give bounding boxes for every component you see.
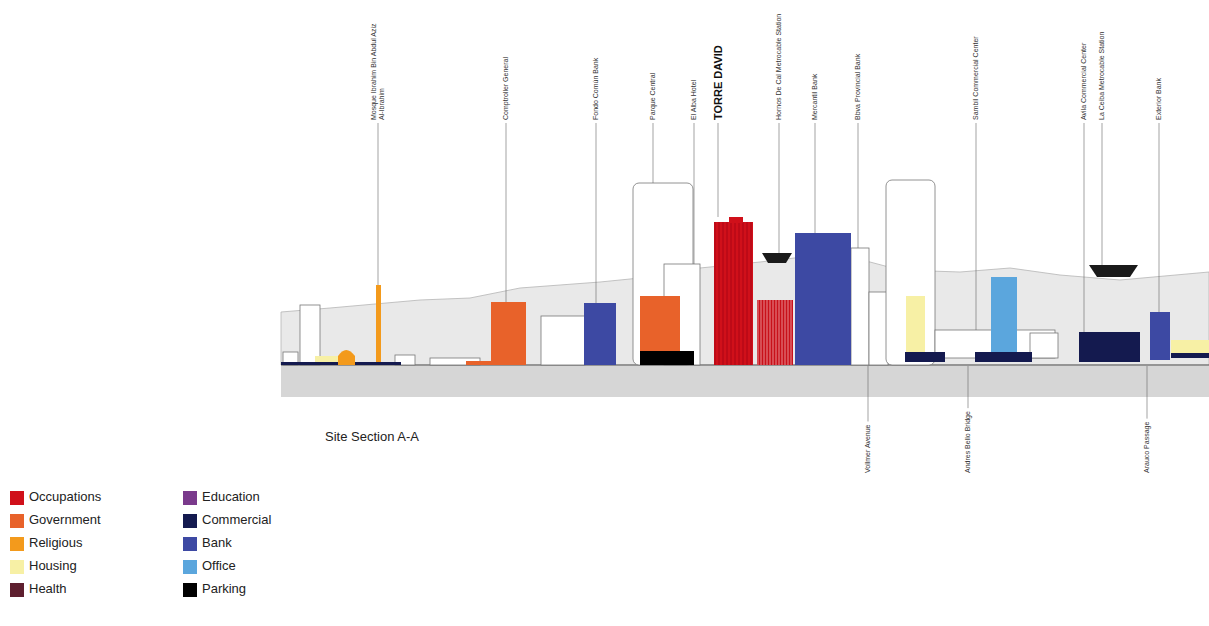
leader-line	[976, 123, 977, 330]
legend-label: Bank	[202, 535, 232, 550]
tower	[886, 180, 935, 365]
legend-label: Religious	[29, 535, 82, 550]
legend-swatch	[10, 583, 24, 597]
building-label: El Alba Hotel	[690, 80, 698, 120]
commercial-block	[975, 352, 1032, 362]
leader-line	[968, 366, 969, 408]
leader-line	[506, 123, 507, 302]
building	[1030, 333, 1058, 358]
legend-swatch	[183, 537, 197, 551]
ground-band	[281, 365, 1209, 397]
legend-label: Commercial	[202, 512, 271, 527]
leader-line	[815, 123, 816, 233]
government-block	[466, 361, 491, 365]
occupied-annex	[757, 300, 793, 365]
government-block	[640, 296, 680, 352]
building-label: Mosque Ibrahim Bin Abdul Aziz Al-Ibrahim	[370, 20, 385, 120]
legend-swatch	[10, 514, 24, 528]
legend-label: Parking	[202, 581, 246, 596]
legend-label: Health	[29, 581, 67, 596]
government-block	[491, 302, 526, 365]
street-label: Vollmer Avenue	[864, 424, 872, 473]
building-label: La Ceiba Metrocable Station	[1098, 32, 1106, 120]
building-label: Hornos De Cal Metrocable Station	[775, 14, 783, 120]
leader-line	[868, 366, 869, 421]
commercial-strip	[1171, 353, 1209, 358]
building-label: Avila Commercial Center	[1080, 43, 1088, 120]
legend-label: Office	[202, 558, 236, 573]
mosque-dome	[338, 350, 355, 365]
minaret	[376, 285, 381, 362]
building-label: Comptroller General	[502, 57, 510, 120]
leader-line	[779, 123, 780, 253]
leader-line	[653, 123, 654, 183]
legend-swatch	[10, 491, 24, 505]
building-label: Parque Central	[649, 73, 657, 120]
metrocable-station	[762, 253, 792, 263]
building-label: Exterior Bank	[1155, 78, 1163, 120]
building-label: Mercantil Bank	[811, 74, 819, 120]
bank-block	[795, 233, 851, 365]
building-label: TORRE DAVID	[712, 45, 724, 120]
street-label: Arauco Passage	[1143, 422, 1151, 473]
leader-line	[1084, 123, 1085, 332]
housing-block	[906, 296, 925, 353]
legend-swatch	[183, 583, 197, 597]
leader-line	[858, 123, 859, 248]
building	[541, 316, 585, 365]
leader-line	[596, 123, 597, 303]
legend-label: Education	[202, 489, 260, 504]
leader-line	[694, 123, 695, 264]
legend-swatch	[10, 560, 24, 574]
torre-david-tower	[714, 222, 753, 365]
bank-block	[584, 303, 616, 365]
building	[851, 248, 869, 365]
legend-label: Government	[29, 512, 101, 527]
bank-block	[1150, 312, 1170, 360]
section-caption: Site Section A-A	[325, 429, 419, 444]
building-label: Fondo Común Bank	[592, 58, 600, 120]
metrocable-station	[1089, 265, 1138, 277]
leader-line	[378, 123, 379, 285]
tower-crown	[729, 217, 743, 223]
legend-label: Housing	[29, 558, 77, 573]
building-label: Bbva Provincial Bank	[854, 54, 862, 120]
commercial-block	[1079, 332, 1140, 362]
legend-label: Occupations	[29, 489, 101, 504]
legend-swatch	[183, 491, 197, 505]
leader-line	[1147, 366, 1148, 419]
leader-line	[1159, 123, 1160, 312]
building	[869, 292, 888, 365]
building-label: Sambil Commercial Center	[972, 36, 980, 120]
housing-block	[1171, 340, 1209, 355]
legend-swatch	[183, 514, 197, 528]
leader-line	[718, 123, 719, 217]
legend-swatch	[10, 537, 24, 551]
parking-block	[640, 351, 694, 365]
commercial-block	[905, 352, 945, 362]
legend-swatch	[183, 560, 197, 574]
office-block	[991, 277, 1017, 353]
leader-line	[1102, 123, 1103, 265]
street-label: Andres Bello Bridge	[964, 411, 972, 473]
